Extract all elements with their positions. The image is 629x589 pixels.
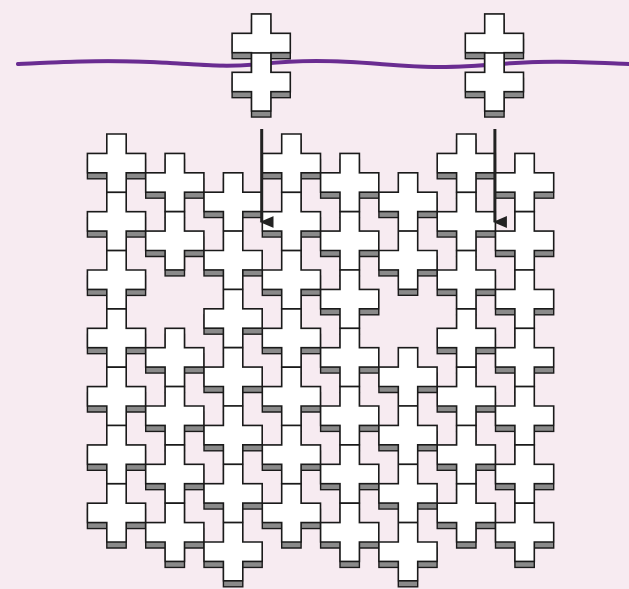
diagram-canvas [0, 0, 629, 589]
puzzle-diagram [0, 0, 629, 589]
